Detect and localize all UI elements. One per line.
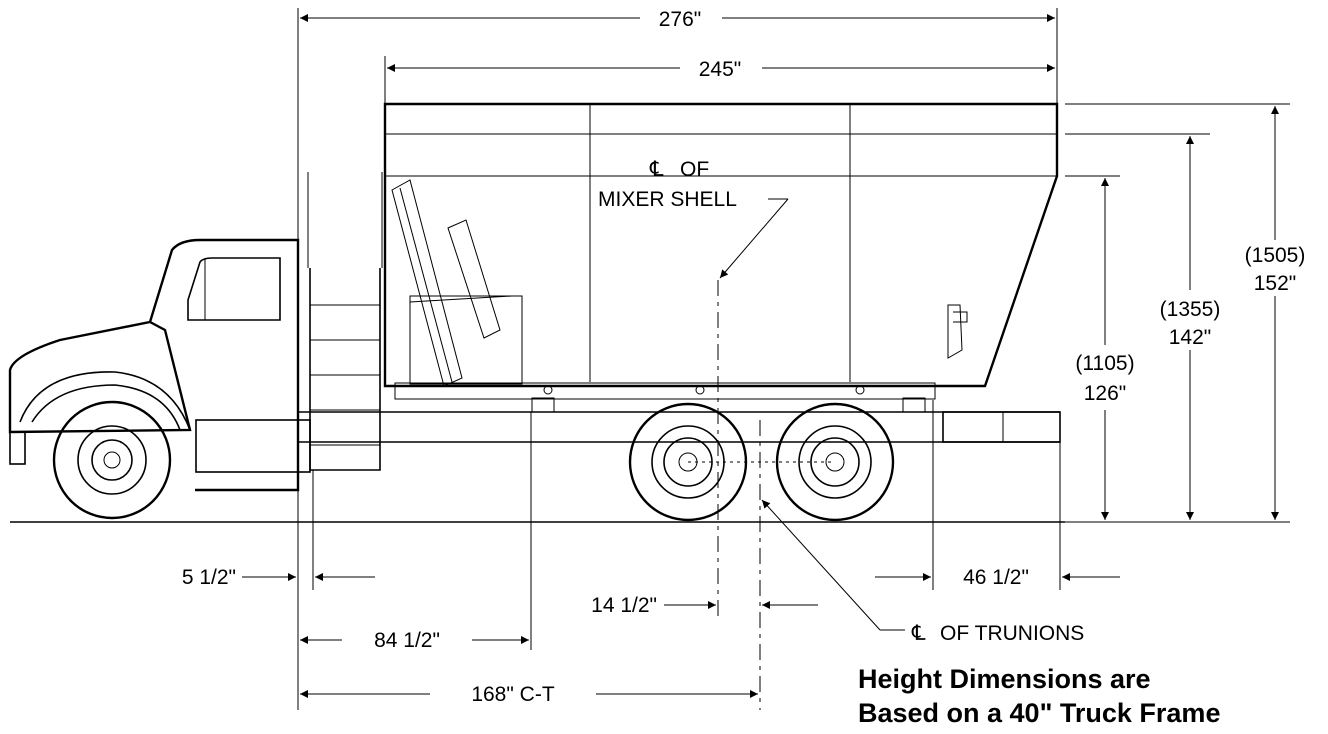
height-note-line2: Based on a 40" Truck Frame: [858, 698, 1220, 728]
dim-height-low-mm: (1105): [1075, 352, 1134, 375]
dim-height-mid: 142": [1169, 326, 1212, 349]
cl-mixer-symbol: ℄: [649, 158, 664, 181]
cl-trunions-label: OF TRUNIONS: [940, 622, 1084, 645]
height-note-line1: Height Dimensions are: [858, 664, 1151, 694]
front-wheel: [52, 400, 172, 520]
cl-mixer-line2: MIXER SHELL: [598, 188, 737, 211]
dim-body-length-label: 245": [699, 58, 742, 81]
cl-trunions-symbol: ℄: [911, 622, 926, 645]
dim-center-offset-label: 14 1/2": [591, 594, 657, 617]
extension-lines: [297, 8, 1290, 710]
mixer-body: [383, 102, 1059, 413]
dim-overall-length-label: 276": [659, 8, 702, 31]
dim-height-low: 126": [1084, 382, 1127, 405]
dim-84-label: 84 1/2": [374, 629, 440, 652]
rear-wheel-rear: [775, 402, 895, 522]
dim-height-mid-mm: (1355): [1160, 298, 1221, 321]
dim-cab-to-trunion-label: 168" C-T: [471, 683, 554, 706]
dim-height-top-mm: (1505): [1245, 244, 1306, 267]
dim-front-offset-label: 5 1/2": [182, 566, 236, 589]
cl-mixer-line1: OF: [680, 158, 709, 181]
dim-height-top: 152": [1254, 272, 1297, 295]
dim-rear-overhang-label: 46 1/2": [963, 566, 1029, 589]
